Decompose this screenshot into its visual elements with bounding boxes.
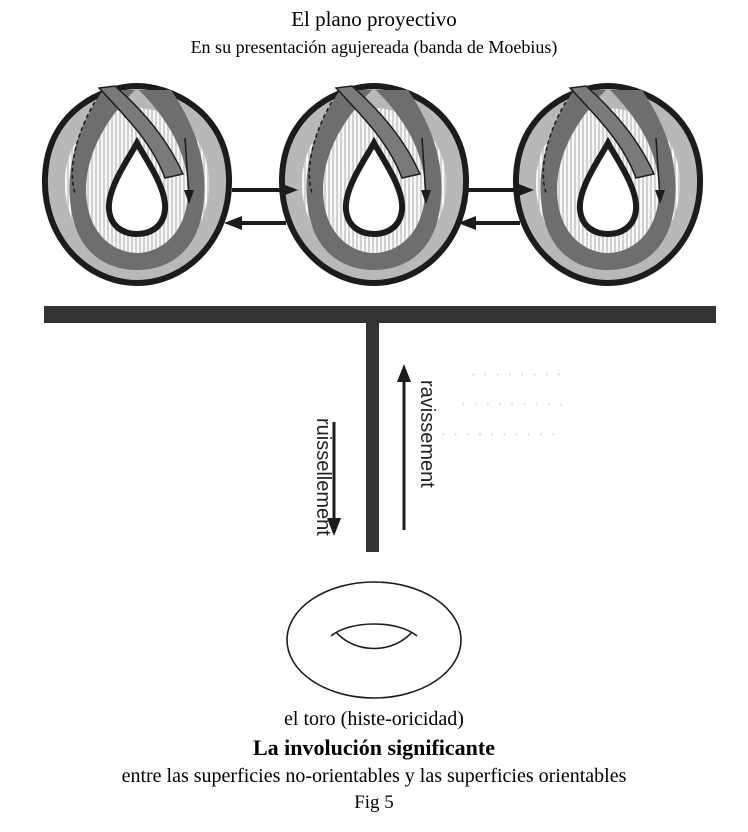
figure-number: Fig 5 [0, 791, 748, 815]
moebius-band-left [45, 86, 229, 283]
moebius-band-center [282, 86, 466, 283]
label-ravissement: ravissement [416, 380, 438, 488]
vertical-stem [366, 320, 379, 552]
diagram-title: El plano proyectivo [0, 6, 748, 32]
svg-text:· · · · · · · · · ·: · · · · · · · · · · [440, 423, 557, 445]
svg-text:· · · · · · · ·: · · · · · · · · [470, 363, 562, 385]
involution-diagram: · · · · · · · · · · · · · · · · · · · · … [0, 60, 748, 710]
background-ghost-text: · · · · · · · · · · · · · · · · · · · · … [440, 363, 564, 445]
section-heading: La involución significante [0, 735, 748, 761]
diagram-subtitle: En su presentación agujereada (banda de … [0, 36, 748, 58]
torus [287, 582, 461, 698]
horizontal-bar [44, 306, 716, 323]
up-arrow [397, 364, 411, 530]
torus-caption: el toro (histe-oricidad) [0, 707, 748, 731]
description-text: entre las superficies no-orientables y l… [0, 764, 748, 788]
moebius-band-right [516, 86, 700, 283]
svg-text:· · · · · · · · ·: · · · · · · · · · [460, 393, 564, 415]
label-ruissellement: ruissellement [312, 418, 334, 536]
